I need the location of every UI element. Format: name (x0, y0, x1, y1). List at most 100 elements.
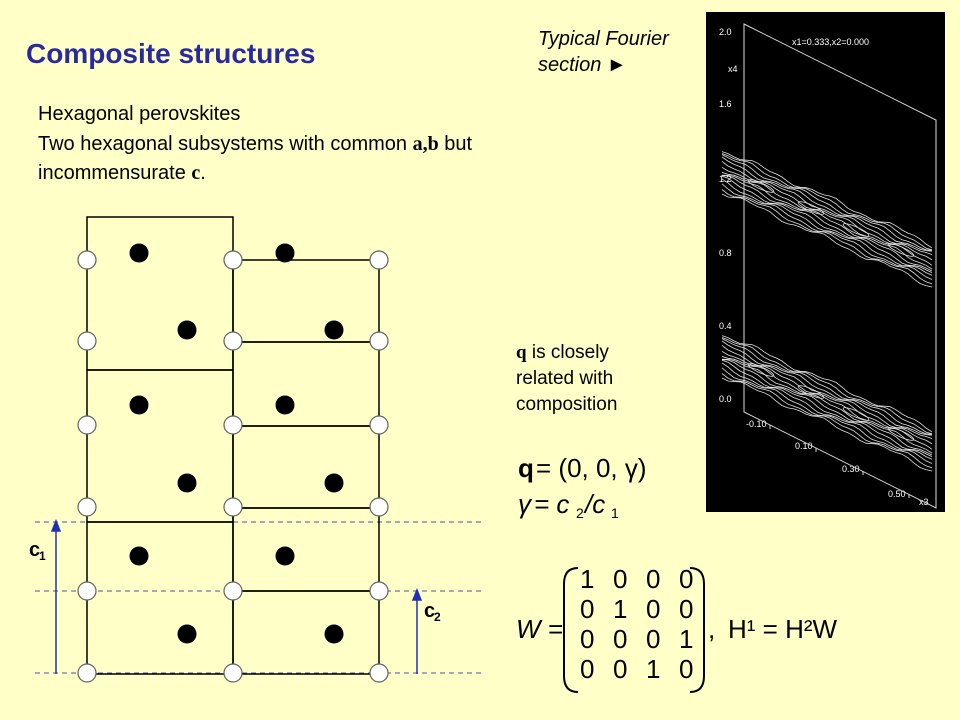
open-atom (369, 497, 389, 517)
q-note-line-2: related with (516, 368, 614, 389)
cell-1-unit (86, 216, 234, 371)
cell-2-unit (232, 590, 380, 675)
desc-bold: a,b (412, 133, 439, 155)
filled-atoms (129, 243, 344, 644)
open-atom (77, 581, 97, 601)
contour-line (721, 358, 933, 454)
filled-atom (324, 624, 344, 644)
open-atom (369, 415, 389, 435)
y-tick: 0.0 (719, 394, 732, 404)
description-line-1: Two hexagonal subsystems with common a,b… (38, 131, 472, 157)
matrix-cell: 1 (646, 654, 660, 684)
contour-line (721, 337, 933, 435)
filled-atom (177, 320, 197, 340)
matrix-cell: 0 (679, 594, 693, 624)
contour-line (721, 151, 933, 249)
matrix-cell: 1 (613, 594, 627, 624)
open-atom (77, 415, 97, 435)
open-atoms (77, 250, 389, 683)
y-axis-name: x4 (728, 64, 738, 74)
matrix-cell: 0 (613, 624, 627, 654)
x-tick: 0.10 (795, 441, 813, 451)
open-atom (369, 663, 389, 683)
desc-text: incommensurate (38, 162, 192, 184)
filled-atom (129, 546, 149, 566)
c1-label: c (29, 539, 40, 561)
matrix-cell: 0 (679, 564, 693, 594)
matrix-cell: 0 (646, 594, 660, 624)
contour-line (721, 154, 933, 251)
filled-atom (324, 473, 344, 493)
contour-line (721, 189, 933, 285)
page-title: Composite structures (26, 38, 316, 69)
open-atom (77, 331, 97, 351)
matrix-cell: 0 (580, 654, 594, 684)
contour-line (721, 193, 933, 288)
contour-loop (797, 201, 825, 215)
q-symbol: q (516, 342, 527, 363)
contour-line (721, 153, 933, 251)
q-formula-rhs: = (0, 0, γ) (536, 453, 647, 483)
c2-label: c (424, 600, 435, 622)
desc-bold: c (191, 162, 201, 184)
x-tick: -0.10 (746, 419, 767, 429)
w-lhs: W = (516, 614, 563, 644)
fourier-section-plot: x1=0.333,x2=0.000 x4 x3 2.0 1.6 1.2 0.8 … (706, 12, 945, 512)
matrix-cell: 0 (580, 594, 594, 624)
cell-2-unit (232, 259, 380, 343)
contour-line (721, 178, 933, 276)
open-atom (369, 581, 389, 601)
contour-loop (887, 427, 915, 441)
open-atom (223, 415, 243, 435)
matrix-cell: 0 (580, 624, 594, 654)
matrix-cell: 0 (646, 624, 660, 654)
cell-2-unit (232, 507, 380, 592)
filled-atom (177, 624, 197, 644)
fourier-plot-svg: x1=0.333,x2=0.000 x4 x3 2.0 1.6 1.2 0.8 … (719, 23, 937, 509)
contour-line (721, 335, 933, 433)
open-atom (223, 663, 243, 683)
contour-line (721, 350, 933, 445)
y-tick: 0.4 (719, 321, 732, 331)
subtitle: Hexagonal perovskites (38, 103, 241, 125)
filled-atom (275, 243, 295, 263)
open-atom (223, 331, 243, 351)
matrix-cell: 1 (580, 564, 594, 594)
open-atom (223, 581, 243, 601)
c1-subscript: 1 (39, 549, 46, 563)
matrix-cell: 0 (613, 564, 627, 594)
filled-atom (129, 395, 149, 415)
contour-loop (747, 179, 775, 193)
contour-loop (842, 407, 870, 421)
q-note-line-3: composition (516, 394, 618, 415)
gamma-lhs: γ (518, 489, 533, 519)
plot-frame (743, 23, 937, 509)
contour-loop (887, 243, 915, 257)
contour-line (721, 367, 933, 464)
contour-line (721, 362, 933, 460)
gamma-slash: /c (583, 489, 605, 519)
q-formula-lhs: q (518, 453, 534, 483)
gamma-rhs: = c (534, 489, 569, 519)
cell-2-unit (232, 425, 380, 509)
y-tick: 0.8 (719, 248, 732, 258)
contour-lines (721, 151, 933, 472)
contour-line (721, 377, 933, 472)
contour-line (721, 373, 933, 469)
comma: , (708, 614, 715, 644)
desc-text: Two hexagonal subsystems with common (38, 133, 413, 155)
contour-loop (842, 223, 870, 237)
contour-line (721, 175, 933, 272)
contour-line (721, 338, 933, 435)
desc-text: but (438, 133, 473, 155)
cell-2-unit (232, 341, 380, 427)
open-atom (369, 250, 389, 270)
fourier-caption-line-2: section ► (538, 54, 627, 76)
description-line-2: incommensurate c. (38, 160, 206, 186)
open-atom (77, 250, 97, 270)
fourier-caption-line-1: Typical Fourier (538, 28, 669, 50)
x-tick: 0.50 (888, 489, 906, 499)
y-tick: 2.0 (719, 27, 732, 37)
